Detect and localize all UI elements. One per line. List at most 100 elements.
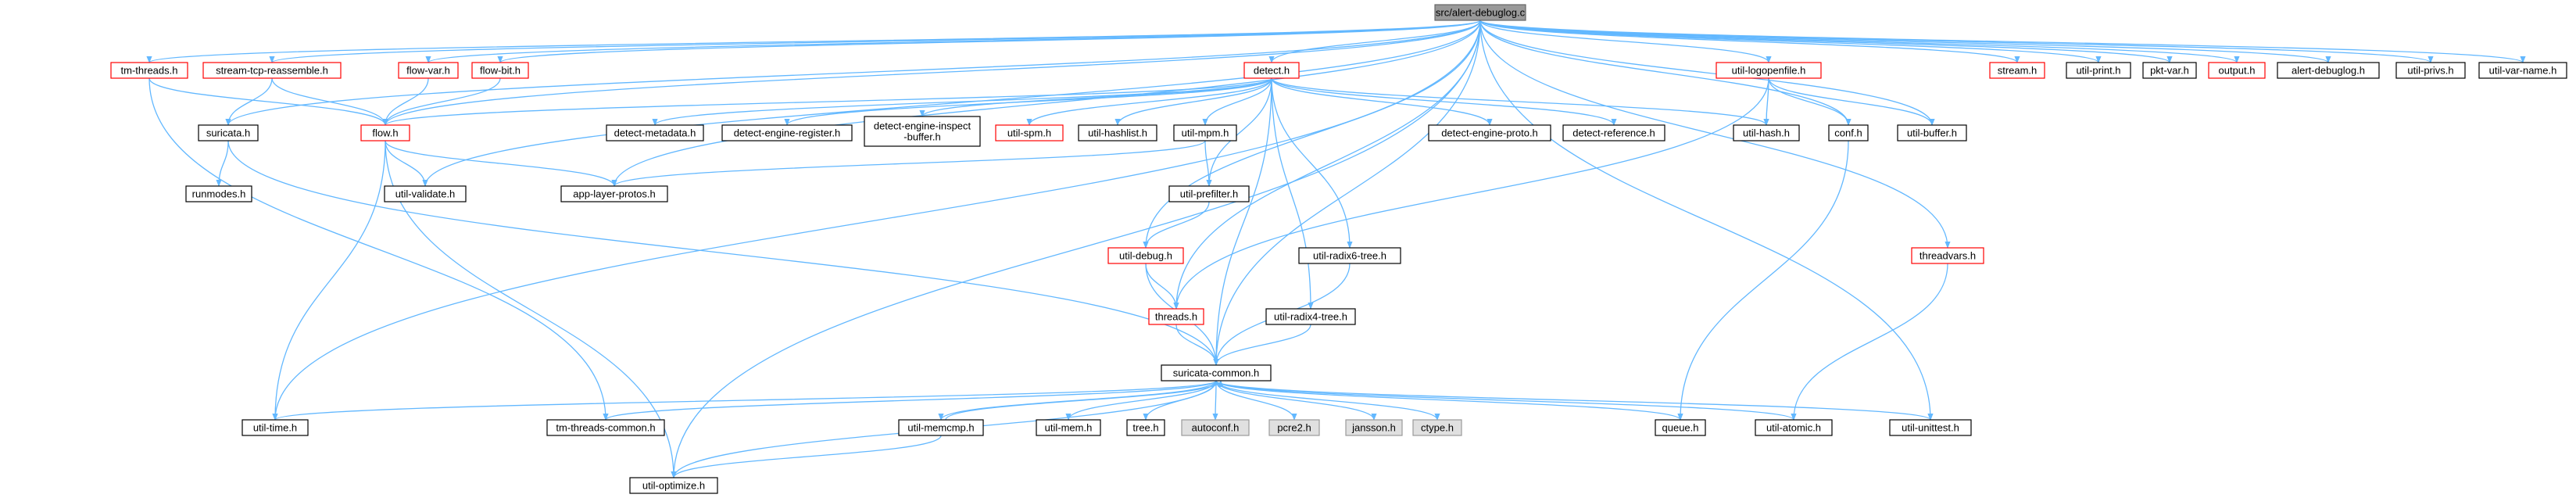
edge-detect-to-flow — [382, 77, 1272, 126]
node-pcre2: pcre2.h — [1268, 419, 1320, 436]
node-tree[interactable]: tree.h — [1126, 419, 1165, 436]
edge-flow-to-optimize — [385, 140, 677, 478]
node-box — [1265, 308, 1356, 325]
edge-root-to-conf — [1479, 20, 1852, 126]
node-inspect[interactable]: detect-engine-inspect-buffer.h — [864, 116, 981, 147]
node-threadvars[interactable]: threadvars.h — [1911, 247, 1984, 264]
node-mem[interactable]: util-mem.h — [1036, 419, 1101, 436]
node-print[interactable]: util-print.h — [2066, 62, 2131, 79]
node-privs[interactable]: util-privs.h — [2395, 62, 2466, 79]
node-runmodes[interactable]: runmodes.h — [185, 185, 252, 202]
node-box — [898, 419, 984, 436]
edge-root-to-common — [1213, 20, 1481, 366]
node-buffer[interactable]: util-buffer.h — [1897, 124, 1967, 142]
edge-streamtcp-to-suricata — [225, 77, 273, 126]
node-conf[interactable]: conf.h — [1828, 124, 1869, 142]
node-reference[interactable]: detect-reference.h — [1562, 124, 1665, 142]
node-box — [1716, 62, 1822, 79]
edges-layer — [146, 20, 2526, 478]
node-box — [242, 419, 309, 436]
node-label: detect-engine-proto.h — [1441, 127, 1538, 139]
node-label: flow-var.h — [406, 65, 450, 77]
edge-detect-to-radix6 — [1271, 77, 1353, 249]
node-streamtcp[interactable]: stream-tcp-reassemble.h — [202, 62, 342, 79]
node-label: util-validate.h — [395, 188, 456, 200]
node-validate[interactable]: util-validate.h — [384, 185, 467, 202]
node-alertdbg[interactable]: alert-debuglog.h — [2277, 62, 2380, 79]
node-spm[interactable]: util-spm.h — [995, 124, 1064, 142]
node-box — [384, 185, 467, 202]
node-label: util-hash.h — [1743, 127, 1790, 139]
node-label: util-prefilter.h — [1180, 188, 1238, 200]
node-tmthreads[interactable]: tm-threads.h — [110, 62, 188, 79]
node-radix6[interactable]: util-radix6-tree.h — [1298, 247, 1401, 264]
edge-root-to-flowbit — [497, 20, 1481, 63]
edge-root-to-optimize — [671, 20, 1481, 478]
edge-logopen-to-buffer — [1768, 77, 1935, 126]
node-memcmp[interactable]: util-memcmp.h — [898, 419, 984, 436]
node-time[interactable]: util-time.h — [242, 419, 309, 436]
node-box — [1107, 247, 1184, 264]
node-label: util-privs.h — [2407, 65, 2453, 77]
node-varname[interactable]: util-var-name.h — [2478, 62, 2567, 79]
node-pktvar[interactable]: pkt-var.h — [2142, 62, 2197, 79]
edge-radix4-to-common — [1213, 324, 1311, 366]
node-metadata[interactable]: detect-metadata.h — [606, 124, 704, 142]
node-box — [2395, 62, 2466, 79]
node-common[interactable]: suricata-common.h — [1161, 364, 1272, 382]
edge-conf-to-queue — [1677, 140, 1849, 421]
edge-root-to-threads — [1173, 20, 1481, 310]
node-detect[interactable]: detect.h — [1243, 62, 1300, 79]
node-box — [1412, 419, 1462, 436]
node-enginereg[interactable]: detect-engine-register.h — [721, 124, 853, 142]
node-debug[interactable]: util-debug.h — [1107, 247, 1184, 264]
edge-root-to-logopen — [1479, 20, 1772, 63]
node-box — [606, 124, 704, 142]
edge-logopen-to-conf — [1768, 77, 1852, 126]
node-box — [110, 62, 188, 79]
node-unittest[interactable]: util-unittest.h — [1889, 419, 1972, 436]
node-label: tm-threads-common.h — [556, 422, 655, 434]
node-label: src/alert-debuglog.c — [1436, 7, 1526, 19]
edge-debug-to-threads — [1145, 263, 1179, 310]
node-stream[interactable]: stream.h — [1989, 62, 2045, 79]
node-mpm[interactable]: util-mpm.h — [1173, 124, 1237, 142]
node-prefilter[interactable]: util-prefilter.h — [1168, 185, 1250, 202]
node-box — [1036, 419, 1101, 436]
node-approto[interactable]: app-layer-protos.h — [560, 185, 668, 202]
node-tmcommon[interactable]: tm-threads-common.h — [546, 419, 665, 436]
node-logopen[interactable]: util-logopenfile.h — [1716, 62, 1822, 79]
edge-root-to-debug — [1143, 20, 1481, 249]
node-suricata[interactable]: suricata.h — [198, 124, 259, 142]
node-queue[interactable]: queue.h — [1655, 419, 1706, 436]
node-box — [1562, 124, 1665, 142]
node-flowbit[interactable]: flow-bit.h — [471, 62, 529, 79]
node-hashlist[interactable]: util-hashlist.h — [1078, 124, 1157, 142]
edge-suricata-to-runmodes — [216, 140, 229, 187]
edge-detect-to-hashlist — [1114, 77, 1272, 126]
node-label: suricata-common.h — [1173, 367, 1260, 379]
edge-detect-to-spm — [1026, 77, 1272, 126]
edge-root-to-output — [1479, 20, 2240, 63]
node-flow[interactable]: flow.h — [360, 124, 410, 142]
node-proto[interactable]: detect-engine-proto.h — [1428, 124, 1551, 142]
edge-root-to-varname — [1479, 20, 2526, 63]
node-label: util-debug.h — [1119, 250, 1172, 262]
node-atomic[interactable]: util-atomic.h — [1755, 419, 1833, 436]
node-label: util-unittest.h — [1902, 422, 1959, 434]
node-output[interactable]: output.h — [2208, 62, 2266, 79]
edge-detect-to-reference — [1271, 77, 1617, 126]
node-optimize[interactable]: util-optimize.h — [629, 477, 718, 494]
node-label: util-atomic.h — [1766, 422, 1821, 434]
node-box — [360, 124, 410, 142]
node-root[interactable]: src/alert-debuglog.c — [1434, 4, 1526, 21]
node-flowvar[interactable]: flow-var.h — [398, 62, 459, 79]
node-radix4[interactable]: util-radix4-tree.h — [1265, 308, 1356, 325]
edge-threadvars-to-atomic — [1791, 263, 1948, 421]
node-box — [1733, 124, 1800, 142]
node-threads[interactable]: threads.h — [1148, 308, 1204, 325]
node-box — [2208, 62, 2266, 79]
edge-common-to-atomic — [1215, 380, 1797, 421]
node-box — [1434, 4, 1526, 21]
node-hash[interactable]: util-hash.h — [1733, 124, 1800, 142]
